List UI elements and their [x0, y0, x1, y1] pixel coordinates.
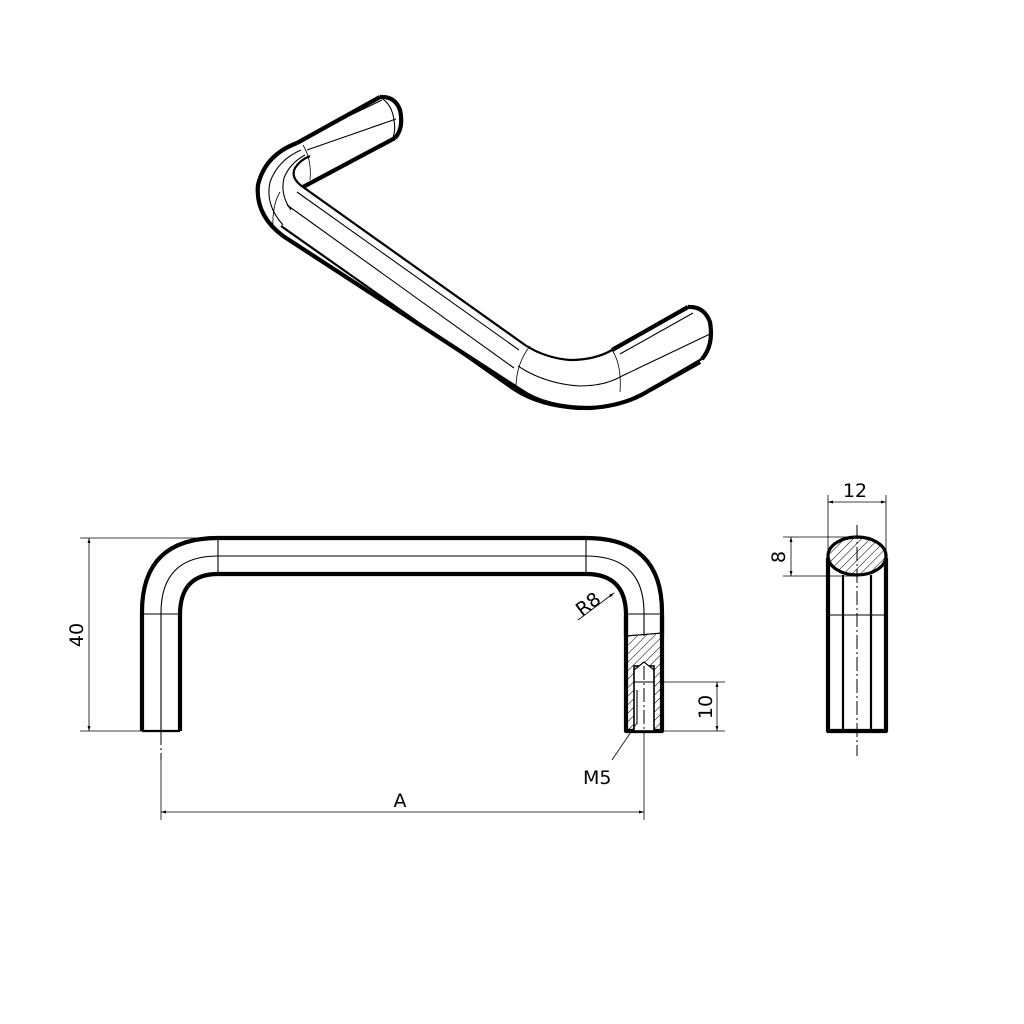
isometric-view: [255, 94, 714, 411]
dimension-10-label: 10: [695, 695, 717, 719]
dimension-a-label: A: [394, 790, 407, 812]
side-view: [825, 525, 889, 756]
dimension-length: A: [160, 731, 645, 820]
dimension-m5-label: M5: [583, 767, 611, 789]
dimension-40-label: 40: [66, 623, 88, 647]
dimension-r8-label: R8: [572, 588, 605, 621]
dimension-height: 40: [66, 537, 218, 732]
dimension-thread: M5: [583, 722, 638, 789]
dimension-thread-depth: 10: [662, 681, 725, 732]
dimension-section-height: 8: [768, 536, 857, 577]
dimension-radius: R8: [572, 588, 615, 621]
dimension-12-label: 12: [843, 480, 867, 502]
dimension-width: 12: [827, 480, 887, 556]
front-view: [139, 535, 665, 760]
dimension-8-label: 8: [768, 551, 790, 563]
